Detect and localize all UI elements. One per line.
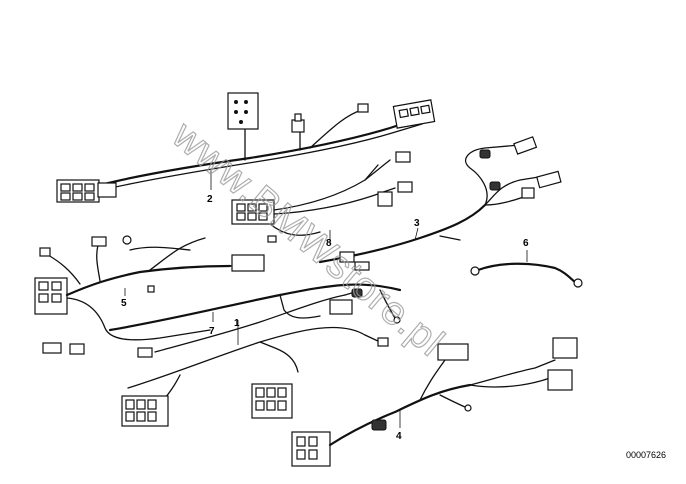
callout-5: 5 [121, 298, 127, 309]
callout-2: 2 [207, 194, 213, 205]
callout-6: 6 [523, 238, 529, 249]
watermark: www.BMWstore.pl [163, 113, 452, 366]
harness-3 [318, 136, 562, 271]
callout-3: 3 [414, 218, 420, 229]
callout-7: 7 [209, 326, 215, 337]
harness-7 [108, 283, 402, 358]
ground-strap-6 [470, 262, 583, 288]
harness-4 [291, 337, 578, 467]
callout-8: 8 [326, 238, 332, 249]
callout-4: 4 [396, 431, 402, 442]
harness-1 [121, 326, 389, 427]
callouts: 2 8 3 6 5 7 1 4 [121, 170, 529, 442]
harness-2 [56, 92, 436, 203]
harness-8 [231, 151, 413, 243]
part-number: 00007626 [625, 450, 666, 460]
callout-1: 1 [234, 318, 240, 329]
harness-5 [34, 235, 265, 355]
